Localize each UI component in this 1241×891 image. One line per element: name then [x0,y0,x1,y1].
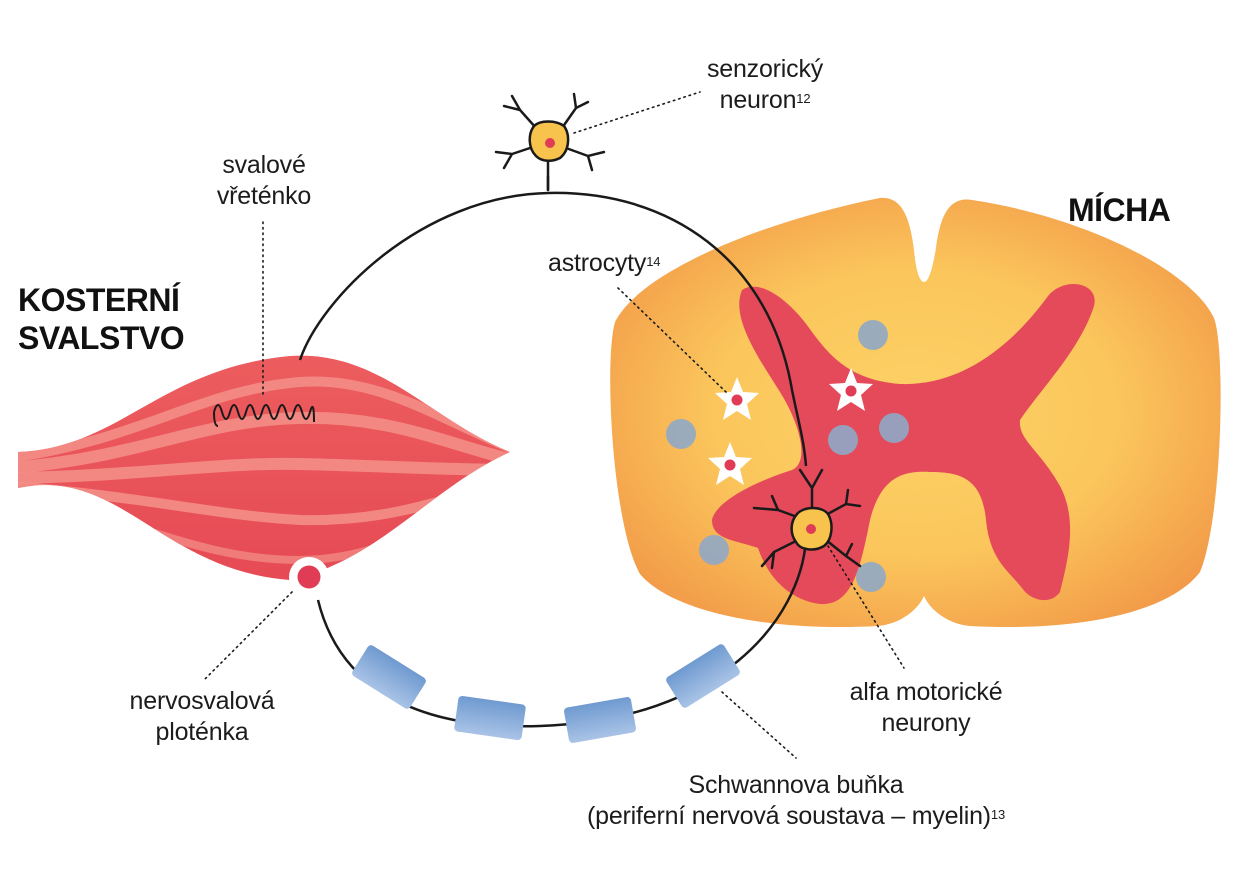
footnote-ref: 12 [796,91,811,106]
glial-cell [699,535,729,565]
label-line: alfa motorické [849,678,1003,706]
title-line: KOSTERNÍ [18,282,180,318]
label-line: (periferní nervová soustava – myelin)13 [558,801,1034,832]
skeletal-muscle [18,355,510,580]
label-line: Schwannova buňka [688,771,904,799]
title-skeletal-muscle: KOSTERNÍ SVALSTVO [18,281,185,357]
label-text: neuron [719,86,797,114]
glial-cell [858,320,888,350]
label-line: senzorický [706,55,824,83]
spinal-cord [610,197,1221,628]
leader-nmj [203,591,293,681]
alpha-motor-neuron [752,468,862,570]
label-line: neurony [881,709,971,737]
label-line: neuron12 [690,85,840,116]
glial-cell [879,413,909,443]
muscle-spindle [213,404,315,427]
neuromuscular-junction [289,557,329,597]
glial-cell [666,419,696,449]
label-line: ploténka [155,718,249,746]
astrocyte [829,368,873,411]
sensory-neuron [494,92,606,192]
leader-lines [203,91,905,759]
leader-motor [827,545,905,669]
label-line: vřeténko [216,182,312,210]
label-line: svalové [222,151,306,179]
glial-cell [828,425,858,455]
astrocytes [708,368,873,485]
label-muscle-spindle: svalové vřeténko [193,150,335,212]
label-sensory-neuron: senzorický neuron12 [690,54,840,116]
schwann-cell [352,645,426,709]
label-text: astrocyty [548,249,647,277]
label-schwann: Schwannova buňka (periferní nervová sous… [558,770,1034,832]
label-text: (periferní nervová soustava – myelin) [587,802,991,830]
glial-cell [856,562,886,592]
schwann-cell [666,644,740,708]
footnote-ref: 14 [646,254,661,269]
title-spinal-cord: MÍCHA [1068,192,1171,228]
sensory-axon [298,191,808,467]
label-astrocytes: astrocyty14 [548,248,660,279]
glial-cells [666,320,909,592]
astrocyte [715,377,759,420]
title-line: SVALSTVO [18,320,185,356]
label-line: nervosvalová [129,687,275,715]
astrocyte [708,442,752,485]
schwann-cell [454,695,526,741]
schwann-cell [564,697,636,743]
footnote-ref: 13 [990,807,1005,822]
label-alpha-motor: alfa motorické neurony [828,677,1024,739]
label-nmj: nervosvalová ploténka [116,686,288,748]
leader-schwann [721,691,797,759]
schwann-cells [352,644,740,743]
leader-sensory [573,91,701,134]
